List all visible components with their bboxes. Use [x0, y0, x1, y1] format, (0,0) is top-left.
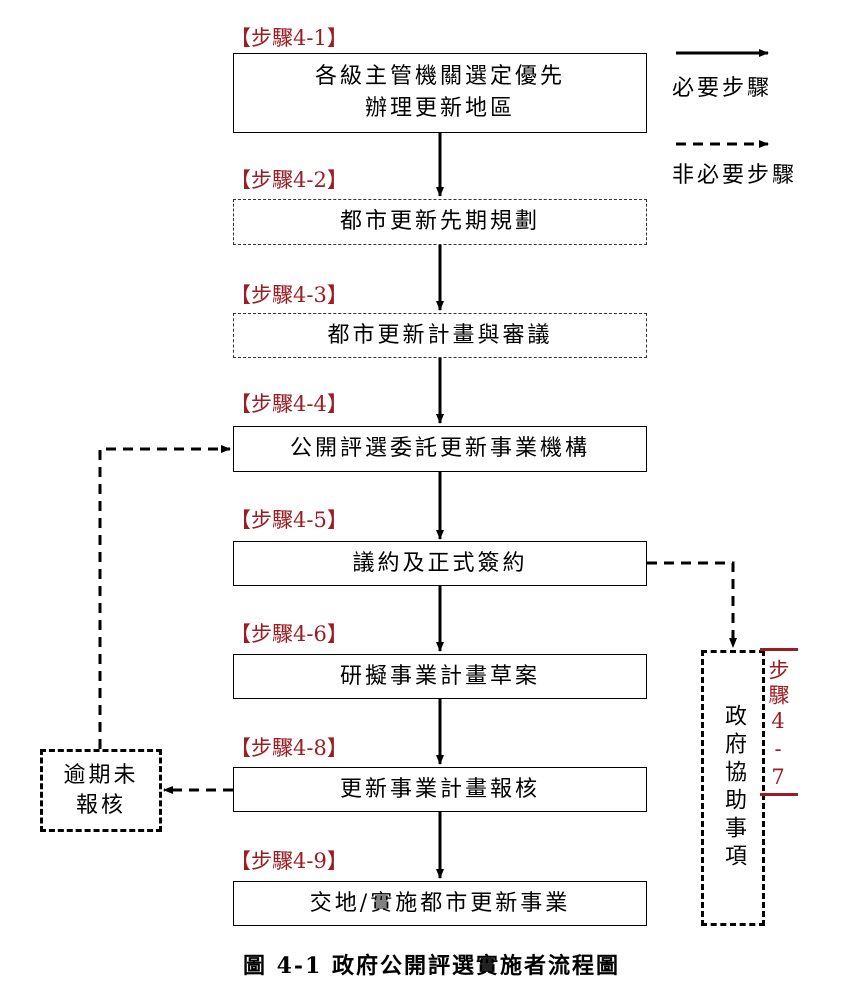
step-box-text: 議約及正式簽約 — [352, 550, 528, 576]
step-box-4-2: 都市更新先期規劃 — [233, 199, 647, 245]
step-box-text: 研擬事業計畫草案 — [339, 663, 540, 689]
step-label-4-1: 【步驟4-1】 — [230, 26, 348, 50]
step-label-4-2: 【步驟4-2】 — [230, 168, 348, 192]
legend-optional-text: 非必要步驟 — [672, 163, 798, 188]
figure-caption: 圖 4-1 政府公開評選實施者流程圖 — [242, 953, 621, 979]
overdue-text: 逾期未 報核 — [63, 762, 139, 818]
step-label-4-7: 步驟4-7 — [760, 648, 798, 796]
step-box-text: 更新事業計畫報核 — [339, 776, 540, 802]
step-label-4-7-text: 步驟4-7 — [766, 659, 790, 793]
step-box-4-5: 議約及正式簽約 — [233, 541, 647, 586]
step-box-text: 都市更新先期規劃 — [339, 209, 540, 234]
step-label-4-9: 【步驟4-9】 — [230, 849, 348, 873]
step-label-4-5: 【步驟4-5】 — [230, 508, 348, 532]
step-box-text: 各級主管機關選定優先 辦理更新地區 — [314, 64, 565, 121]
step-box-text: 都市更新計畫與審議 — [327, 322, 553, 348]
step-label-4-8: 【步驟4-8】 — [230, 736, 348, 760]
step-box-4-9: 交地/實施都市更新事業 — [233, 881, 647, 926]
step-box-4-1: 各級主管機關選定優先 辦理更新地區 — [233, 53, 647, 133]
overdue-box: 逾期未 報核 — [40, 749, 162, 832]
step-box-text: 公開評選委託更新事業機構 — [289, 436, 590, 461]
step-label-4-4: 【步驟4-4】 — [230, 392, 348, 416]
gov-assist-box: 政府協助事項 — [701, 650, 765, 926]
step-box-4-3: 都市更新計畫與審議 — [233, 313, 647, 358]
step-box-4-4: 公開評選委託更新事業機構 — [233, 426, 647, 472]
step-box-4-8: 更新事業計畫報核 — [233, 767, 647, 812]
step-box-text: 交地/實施都市更新事業 — [309, 890, 571, 916]
gov-assist-text: 政府協助事項 — [721, 704, 746, 872]
arrow-overdue-to-4-4 — [98, 445, 231, 749]
arrow-4-5-to-gov-assist — [647, 561, 737, 648]
step-label-4-6: 【步驟4-6】 — [230, 622, 348, 646]
legend-required-text: 必要步驟 — [672, 76, 773, 101]
step-label-4-3: 【步驟4-3】 — [230, 283, 348, 307]
step-box-4-6: 研擬事業計畫草案 — [233, 654, 647, 699]
